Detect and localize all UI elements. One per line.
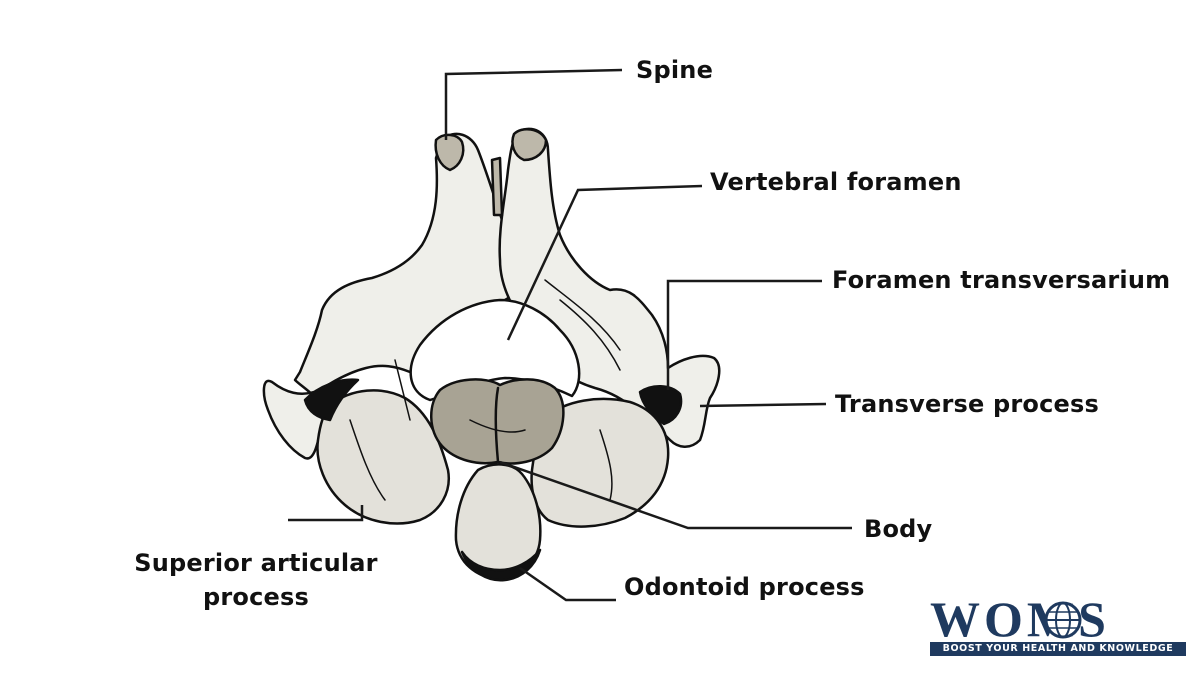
label-transverse-process: Transverse process [835, 390, 1099, 418]
leader-body [499, 460, 852, 530]
label-spine: Spine [636, 56, 714, 84]
odontoid-shadow [460, 548, 542, 582]
contour-lines [349, 279, 621, 501]
body-divider [494, 386, 500, 464]
right-lamina [498, 127, 721, 448]
left-foramen-transversarium [303, 378, 360, 422]
leader-odontoid-process [519, 566, 616, 602]
label-foramen-transversarium: Foramen transversarium [832, 266, 1171, 294]
spine-tip-right [511, 127, 548, 162]
label-body: Body [864, 515, 933, 543]
vertebral-body [430, 378, 565, 465]
globe-icon [1044, 601, 1082, 639]
label-odontoid-process: Odontoid process [624, 573, 865, 601]
leader-spine [444, 68, 623, 140]
left-superior-articular-process [316, 389, 451, 525]
leader-superior-articular-process [288, 505, 364, 522]
spine-cleft [490, 156, 504, 217]
label-superior-articular-process: Superior articular process [130, 546, 382, 614]
leader-vertebral-foramen [506, 184, 703, 341]
leader-transverse-process [699, 402, 827, 408]
label-superior-articular-line1: Superior articular [134, 549, 378, 577]
right-superior-articular-process [530, 397, 670, 528]
leader-foramen-transversarium [666, 279, 822, 390]
logo-tagline: BOOST YOUR HEALTH AND KNOWLEDGE [930, 642, 1186, 656]
vertebra-illustration [262, 127, 721, 582]
label-superior-articular-line2: process [203, 583, 309, 611]
vertebral-foramen-outline [409, 298, 581, 402]
right-foramen-transversarium [638, 385, 683, 426]
spine-tip-left [434, 133, 465, 172]
label-vertebral-foramen: Vertebral foramen [710, 168, 962, 196]
leader-lines [288, 68, 852, 602]
